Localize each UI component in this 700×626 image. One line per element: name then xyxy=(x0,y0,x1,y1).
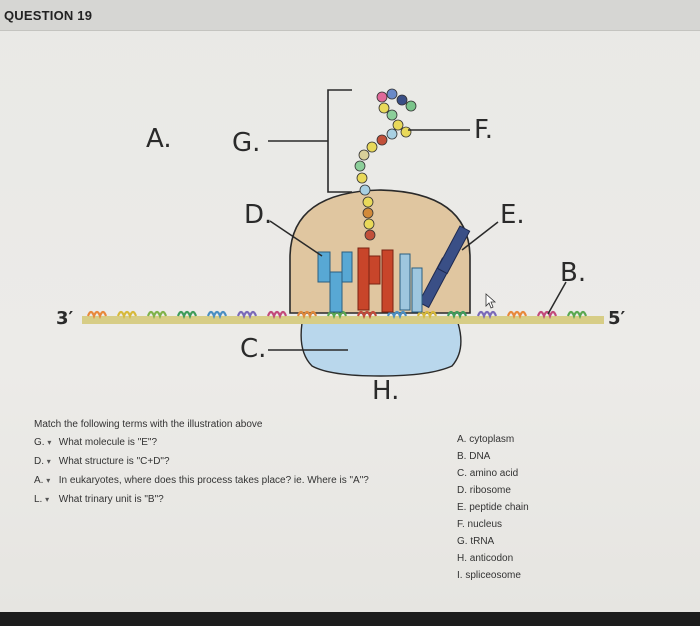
match-prompt: What trinary unit is "B"? xyxy=(58,494,164,505)
label-e: E. xyxy=(500,200,525,230)
match-row: L. ▾ What trinary unit is "B"? xyxy=(34,494,164,505)
match-prompt: In eukaryotes, where does this process t… xyxy=(58,475,369,486)
leader-b xyxy=(547,281,567,315)
bottom-bar xyxy=(0,612,700,626)
answer-value: L. xyxy=(34,494,43,505)
label-c: C. xyxy=(240,334,267,364)
question-page: QUESTION 19 xyxy=(0,0,700,612)
leader-d xyxy=(269,220,323,257)
label-d: D. xyxy=(244,200,273,230)
option-item: E. peptide chain xyxy=(457,502,529,513)
match-prompt: What structure is "C+D"? xyxy=(58,456,170,467)
trna-blue xyxy=(317,251,353,313)
chevron-down-icon: ▾ xyxy=(46,476,51,485)
trna-navy xyxy=(418,225,471,309)
label-g: G. xyxy=(232,128,261,158)
leader-e xyxy=(461,221,499,251)
answer-select[interactable]: D. ▾ xyxy=(34,456,56,467)
label-a: A. xyxy=(146,124,172,154)
option-item: I. spliceosome xyxy=(457,570,521,581)
mrna-strand xyxy=(82,316,604,324)
answer-select[interactable]: G. ▾ xyxy=(34,437,56,448)
ribosome-large-subunit xyxy=(289,189,471,314)
chevron-down-icon: ▾ xyxy=(45,495,50,504)
option-item: G. tRNA xyxy=(457,536,495,547)
question-title: QUESTION 19 xyxy=(4,8,93,23)
option-item: A. cytoplasm xyxy=(457,434,515,445)
label-3-prime: 3′ xyxy=(56,308,74,329)
match-row: A. ▾ In eukaryotes, where does this proc… xyxy=(34,475,369,486)
question-header: QUESTION 19 xyxy=(0,0,700,31)
label-b: B. xyxy=(560,258,587,288)
label-h: H. xyxy=(372,376,400,406)
option-item: B. DNA xyxy=(457,451,491,462)
answer-select[interactable]: A. ▾ xyxy=(34,475,56,486)
mrna-bases xyxy=(86,310,588,320)
option-item: F. nucleus xyxy=(457,519,503,530)
option-item: H. anticodon xyxy=(457,553,514,564)
answer-select[interactable]: L. ▾ xyxy=(34,494,56,505)
answer-value: G. xyxy=(34,437,45,448)
chevron-down-icon: ▾ xyxy=(46,457,51,466)
label-f: F. xyxy=(474,115,494,145)
option-item: C. amino acid xyxy=(457,468,519,479)
chevron-down-icon: ▾ xyxy=(47,438,52,447)
option-item: D. ribosome xyxy=(457,485,511,496)
match-row: G. ▾ What molecule is "E"? xyxy=(34,437,157,448)
answer-value: A. xyxy=(34,475,44,486)
cursor-icon xyxy=(485,293,497,309)
match-row: D. ▾ What structure is "C+D"? xyxy=(34,456,170,467)
label-5-prime: 5′ xyxy=(608,308,626,329)
bracket-g xyxy=(268,89,352,193)
match-prompt: What molecule is "E"? xyxy=(58,437,158,448)
answer-value: D. xyxy=(34,456,44,467)
trna-blue-2 xyxy=(399,253,423,313)
translation-illustration xyxy=(82,88,604,377)
instructions: Match the following terms with the illus… xyxy=(34,419,263,430)
trna-red xyxy=(357,247,394,313)
peptide-chain xyxy=(354,88,417,241)
ribosome-small-subunit xyxy=(300,322,462,377)
